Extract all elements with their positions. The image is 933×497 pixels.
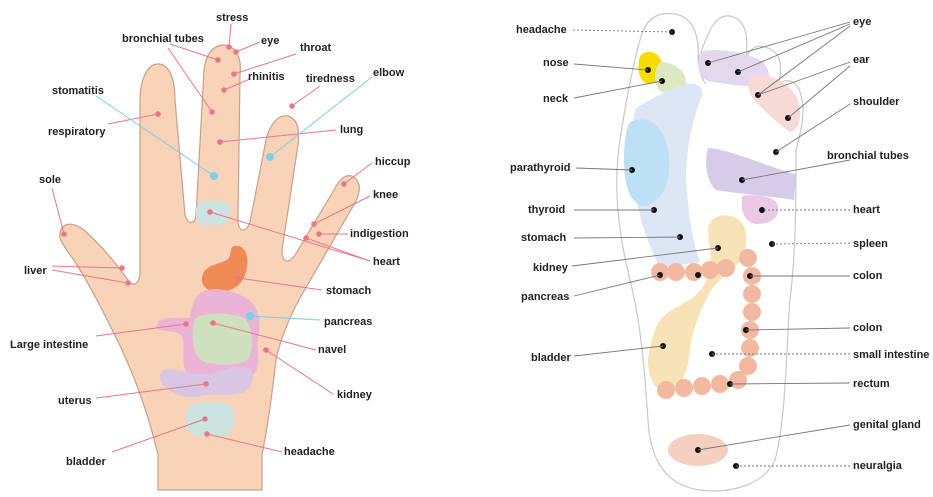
hand-bladder-organ bbox=[186, 402, 234, 436]
foot-label-small-intestine: small intestine bbox=[853, 349, 929, 361]
foot-diagram: headache nose neck parathyroid thyroid s… bbox=[510, 13, 929, 490]
foot-label-colon-upper: colon bbox=[853, 270, 883, 282]
foot-label-genital-gland: genital gland bbox=[853, 419, 921, 431]
hand-label-stomatitis: stomatitis bbox=[52, 85, 104, 97]
foot-label-rectum: rectum bbox=[853, 378, 890, 390]
hand-label-respiratory: respiratory bbox=[48, 126, 106, 138]
foot-label-pancreas: pancreas bbox=[521, 291, 569, 303]
hand-label-bladder: bladder bbox=[66, 456, 106, 468]
hand-label-heart: heart bbox=[373, 256, 400, 268]
foot-label-spleen: spleen bbox=[853, 238, 888, 250]
hand-label-elbow: elbow bbox=[373, 67, 405, 79]
foot-label-bronchial-tubes: bronchial tubes bbox=[827, 150, 909, 162]
foot-label-bladder: bladder bbox=[531, 352, 571, 364]
hand-label-navel: navel bbox=[318, 344, 346, 356]
hand-label-rhinitis: rhinitis bbox=[248, 71, 285, 83]
hand-label-indigestion: indigestion bbox=[350, 228, 409, 240]
foot-label-ear: ear bbox=[853, 54, 870, 66]
hand-label-bronchial-tubes: bronchial tubes bbox=[122, 33, 204, 45]
foot-label-stomach: stomach bbox=[521, 232, 567, 244]
hand-label-eye: eye bbox=[261, 35, 279, 47]
hand-label-tiredness: tiredness bbox=[306, 73, 355, 85]
hand-label-liver: liver bbox=[24, 265, 47, 277]
hand-label-headache: headache bbox=[284, 446, 335, 458]
hand-label-uterus: uterus bbox=[58, 395, 92, 407]
foot-label-nose: nose bbox=[543, 57, 569, 69]
hand-label-stomach: stomach bbox=[326, 285, 372, 297]
hand-label-kidney: kidney bbox=[337, 389, 373, 401]
foot-label-kidney: kidney bbox=[533, 262, 569, 274]
foot-label-headache: headache bbox=[516, 24, 567, 36]
hand-label-sole: sole bbox=[39, 174, 61, 186]
hand-diagram: stress eye bronchial tubes throat rhinit… bbox=[10, 12, 411, 490]
foot-label-colon-lower: colon bbox=[853, 322, 883, 334]
foot-label-parathyroid: parathyroid bbox=[510, 162, 571, 174]
foot-label-neuralgia: neuralgia bbox=[853, 460, 903, 472]
hand-small-intestine-organ bbox=[193, 314, 252, 365]
foot-label-thyroid: thyroid bbox=[528, 204, 565, 216]
foot-label-heart: heart bbox=[853, 204, 880, 216]
hand-label-lung: lung bbox=[340, 124, 363, 136]
foot-label-neck: neck bbox=[543, 93, 569, 105]
hand-label-knee: knee bbox=[373, 189, 398, 201]
hand-label-pancreas: pancreas bbox=[324, 316, 372, 328]
foot-label-shoulder: shoulder bbox=[853, 96, 900, 108]
foot-label-eye: eye bbox=[853, 16, 871, 28]
hand-label-throat: throat bbox=[300, 42, 332, 54]
hand-label-large-intestine: Large intestine bbox=[10, 339, 88, 351]
hand-label-stress: stress bbox=[216, 12, 248, 24]
hand-label-hiccup: hiccup bbox=[375, 156, 411, 168]
